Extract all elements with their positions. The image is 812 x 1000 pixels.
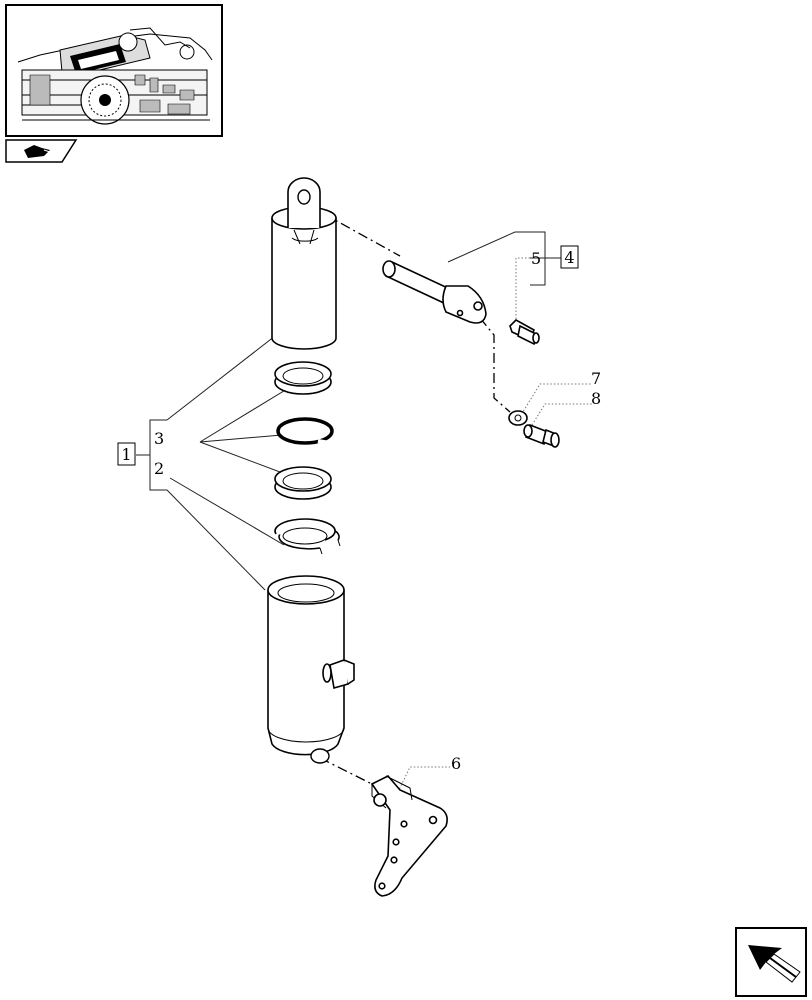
upper-cylinder[interactable]	[271, 177, 337, 350]
folder-tab[interactable]	[5, 139, 78, 163]
page-turn-arrow-icon	[748, 945, 801, 983]
callout-5: 5	[531, 249, 541, 268]
tractor-rear-lift-thumbnail-icon	[17, 27, 213, 125]
callout-labels: 1 3 2 5 4 7 8 6	[117, 245, 601, 773]
callout-6: 6	[451, 754, 461, 773]
callout-8: 8	[591, 389, 601, 408]
callout-7: 7	[591, 369, 601, 388]
callout-box-4	[560, 245, 579, 269]
ring-upper-3[interactable]	[274, 361, 332, 395]
folder-arrow-icon	[24, 145, 51, 158]
callout-3: 3	[154, 429, 164, 448]
centre-lines	[305, 203, 511, 785]
next-page-button[interactable]	[735, 927, 807, 997]
leader-lines	[136, 231, 592, 793]
callout-4: 4	[564, 248, 574, 267]
callout-1: 1	[121, 445, 131, 464]
o-ring-3[interactable]	[276, 417, 334, 445]
ring-lower-3[interactable]	[274, 466, 332, 500]
tractor-thumbnail[interactable]	[5, 4, 223, 137]
callout-2: 2	[154, 459, 164, 478]
pin-5[interactable]	[382, 260, 487, 324]
bracket-6[interactable]	[370, 775, 448, 897]
washer-7[interactable]	[508, 410, 528, 426]
bolt-8[interactable]	[523, 423, 560, 448]
callout-box-1	[117, 442, 136, 466]
lower-cylinder[interactable]	[267, 575, 355, 764]
grease-nipple[interactable]	[509, 319, 540, 346]
split-ring-2[interactable]	[274, 518, 341, 555]
